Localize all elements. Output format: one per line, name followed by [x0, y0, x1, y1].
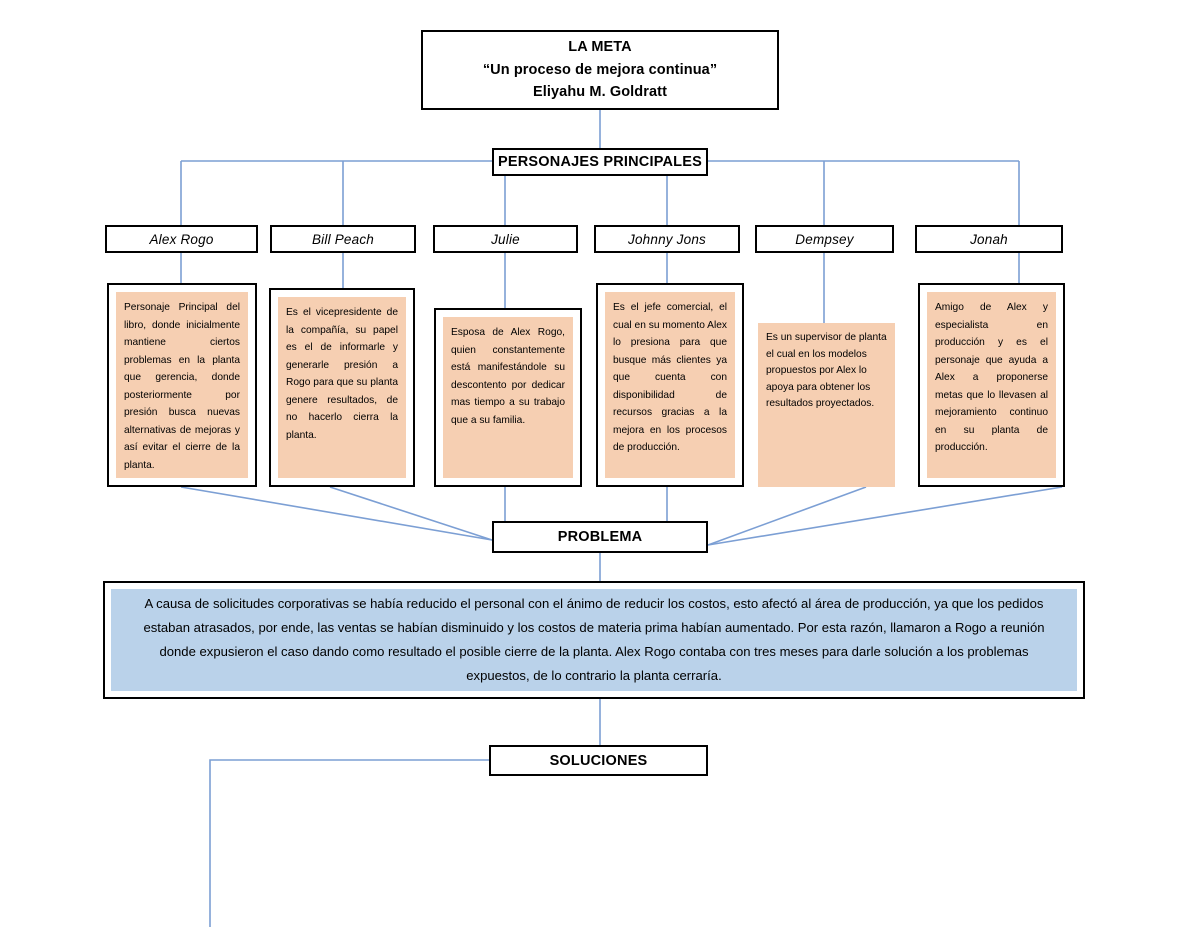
name-box-julie[interactable]: Julie — [433, 225, 578, 253]
book-author: Eliyahu M. Goldratt — [532, 84, 668, 101]
name-label-jonah: Jonah — [970, 231, 1008, 247]
node-soluciones[interactable]: SOLUCIONES — [489, 745, 708, 776]
book-subtitle: “Un proceso de mejora continua” — [482, 61, 718, 78]
problem-statement-fill: A causa de solicitudes corporativas se h… — [111, 589, 1077, 691]
desc-box-dempsey: Es un supervisor de planta el cual en lo… — [758, 323, 895, 487]
desc-box-alex-rogo: Personaje Principal del libro, donde ini… — [107, 283, 257, 487]
name-box-jonah[interactable]: Jonah — [915, 225, 1063, 253]
desc-text-johnny-jons: Es el jefe comercial, el cual en su mome… — [605, 292, 735, 478]
connector-dempsey-to-problema — [707, 486, 867, 546]
connector-soluciones-branch — [209, 759, 489, 927]
problem-statement-box: A causa de solicitudes corporativas se h… — [103, 581, 1085, 699]
problem-statement-text: A causa de solicitudes corporativas se h… — [143, 596, 1045, 683]
connector-jonah-to-problema — [707, 486, 1063, 546]
name-label-dempsey: Dempsey — [795, 231, 854, 247]
node-soluciones-label: SOLUCIONES — [549, 752, 648, 769]
book-title-node: LA META “Un proceso de mejora continua” … — [421, 30, 779, 110]
desc-box-julie: Esposa de Alex Rogo, quien constantement… — [434, 308, 582, 487]
node-personajes-principales[interactable]: PERSONAJES PRINCIPALES — [492, 148, 708, 176]
desc-box-johnny-jons: Es el jefe comercial, el cual en su mome… — [596, 283, 744, 487]
desc-text-bill-peach: Es el vicepresidente de la compañía, su … — [278, 297, 406, 478]
desc-box-jonah: Amigo de Alex y especialista en producci… — [918, 283, 1065, 487]
node-personajes-label: PERSONAJES PRINCIPALES — [498, 154, 702, 170]
name-label-johnny-jons: Johnny Jons — [628, 231, 706, 247]
desc-text-alex-rogo: Personaje Principal del libro, donde ini… — [116, 292, 248, 478]
name-box-johnny-jons[interactable]: Johnny Jons — [594, 225, 740, 253]
name-box-bill-peach[interactable]: Bill Peach — [270, 225, 416, 253]
book-title: LA META — [568, 39, 632, 56]
desc-box-bill-peach: Es el vicepresidente de la compañía, su … — [269, 288, 415, 487]
desc-text-julie: Esposa de Alex Rogo, quien constantement… — [443, 317, 573, 478]
name-label-alex-rogo: Alex Rogo — [149, 231, 214, 247]
name-box-alex-rogo[interactable]: Alex Rogo — [105, 225, 258, 253]
connector-bill-to-problema — [329, 486, 493, 541]
desc-text-jonah: Amigo de Alex y especialista en producci… — [927, 292, 1056, 478]
name-box-dempsey[interactable]: Dempsey — [755, 225, 894, 253]
node-problema[interactable]: PROBLEMA — [492, 521, 708, 553]
connector-alex-to-problema — [180, 486, 493, 541]
desc-text-dempsey: Es un supervisor de planta el cual en lo… — [758, 323, 895, 487]
name-label-julie: Julie — [491, 231, 520, 247]
node-problema-label: PROBLEMA — [557, 529, 643, 545]
name-label-bill-peach: Bill Peach — [311, 231, 375, 247]
